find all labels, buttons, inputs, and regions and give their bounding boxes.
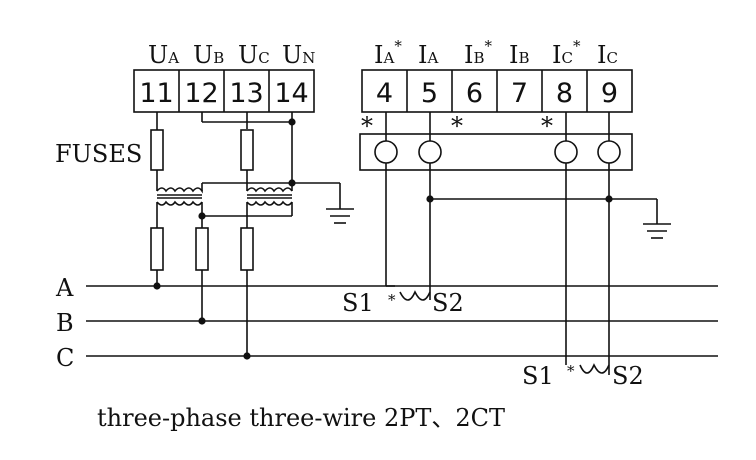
polarity-mark-b: * [451,112,463,140]
fuse-phase-a [150,227,164,271]
phase-label-c: C [56,344,74,372]
label-un: UN [282,41,315,69]
terminal-11: 11 [139,78,173,109]
ct-polarity-marks: * * * [361,112,553,140]
terminal-14: 14 [274,78,308,109]
ground-icon [643,223,671,239]
phase-label-b: B [56,309,74,337]
label-ub: UB [193,41,224,69]
terminal-5: 5 [421,78,438,109]
label-ic-star: IC* [552,37,581,69]
ct-sensor-box [359,133,633,171]
label-ia: IA [418,41,438,69]
label-ic: IC [597,41,618,69]
fuse-phase-b [195,227,209,271]
phase-label-a: A [55,274,74,302]
fuses [150,129,254,271]
voltage-terminal-labels: UA UB UC UN [148,41,315,69]
ct-a-star: * [388,291,396,309]
terminal-13: 13 [229,78,263,109]
current-wiring [385,112,658,375]
current-terminal-labels: IA* IA IB* IB IC* IC [374,37,618,69]
polarity-mark-a: * [361,112,373,140]
voltage-wiring [153,112,341,360]
ground-icon [326,208,354,224]
current-terminal-block: 4 5 6 7 8 9 [361,69,633,113]
ct-c-coil: S1 * S2 [522,362,644,390]
polarity-mark-c: * [541,112,553,140]
fuse-ua [150,129,164,171]
terminal-12: 12 [184,78,218,109]
ct-a-s1: S1 [342,289,374,317]
ct-c-star: * [567,362,575,380]
label-uc: UC [238,41,270,69]
ct-a-coil: S1 * S2 [342,289,464,317]
fuse-uc [240,129,254,171]
pt-left-transformer-icon [156,185,203,209]
terminal-7: 7 [511,78,528,109]
label-ia-star: IA* [374,37,402,69]
diagram-caption: three-phase three-wire 2PT、2CT [97,404,505,432]
ct-c-s2: S2 [612,362,644,390]
label-ua: UA [148,41,179,69]
fuses-label: FUSES [55,140,142,168]
ct-c-s1: S1 [522,362,554,390]
terminal-9: 9 [601,78,618,109]
fuse-phase-c [240,227,254,271]
terminal-8: 8 [556,78,573,109]
phase-lines: A B C [55,274,718,372]
voltage-terminal-block: 11 12 13 14 [133,69,315,113]
ct-a-s2: S2 [432,289,464,317]
pt-right-transformer-icon [246,185,293,209]
terminal-4: 4 [376,78,393,109]
label-ib-star: IB* [464,37,493,69]
label-ib: IB [509,41,530,69]
terminal-6: 6 [466,78,483,109]
